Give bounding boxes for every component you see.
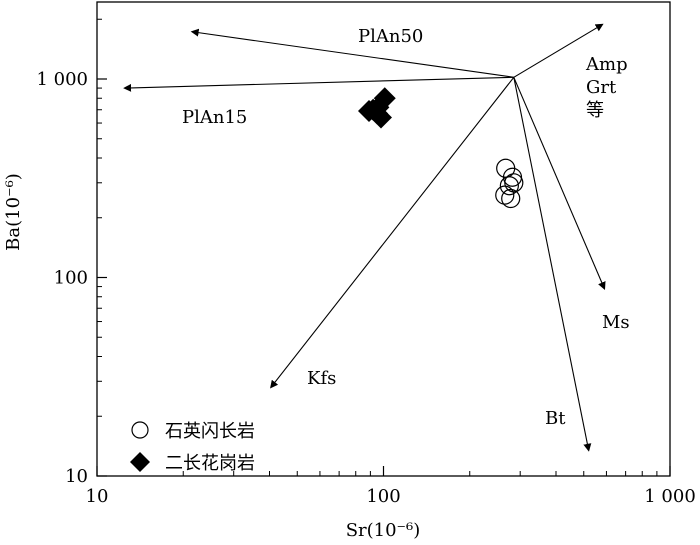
y-axis-title: Ba(10⁻⁶) — [3, 173, 24, 251]
vector-label-ms: Ms — [602, 312, 630, 333]
vector-arrow-ms — [513, 77, 606, 290]
x-axis-ticks: 10 100 1 000 — [86, 466, 696, 507]
vector-label-plan15: PlAn15 — [182, 107, 247, 128]
legend-marker-open-circle — [131, 421, 149, 439]
y-tick-label: 1 000 — [36, 69, 88, 90]
point-quartz-diorite — [499, 176, 519, 196]
x-tick-label: 1 000 — [644, 486, 696, 507]
x-tick-label: 10 — [86, 486, 109, 507]
point-quartz-diorite — [504, 173, 524, 193]
legend: 石英闪长岩 二长花岗岩 — [130, 421, 255, 474]
y-axis-ticks: 10 100 1 000 — [36, 18, 107, 487]
vector-arrow-plan50 — [190, 28, 514, 78]
x-axis-title: Sr(10⁻⁶) — [346, 520, 421, 541]
vector-arrow-plan15 — [123, 76, 514, 92]
vector-arrow-amp-grt — [513, 23, 604, 78]
point-monzogranite — [367, 96, 390, 119]
point-quartz-diorite — [495, 185, 515, 205]
plot-frame — [96, 1, 671, 477]
point-quartz-diorite — [501, 188, 521, 209]
legend-label-monzogranite: 二长花岗岩 — [165, 453, 255, 474]
y-tick-label: 100 — [54, 268, 88, 289]
legend-marker-filled-diamond — [130, 452, 150, 472]
y-tick-label: 10 — [65, 466, 88, 487]
vector-arrow-kfs — [270, 76, 515, 389]
data-points — [358, 87, 524, 209]
x-tick-label: 100 — [366, 486, 400, 507]
vector-label-kfs: Kfs — [307, 368, 336, 389]
vector-arrow-bt — [513, 77, 592, 452]
legend-label-quartz-diorite: 石英闪长岩 — [165, 421, 255, 442]
vector-label-bt: Bt — [545, 408, 566, 429]
vector-label-plan50: PlAn50 — [358, 26, 423, 47]
